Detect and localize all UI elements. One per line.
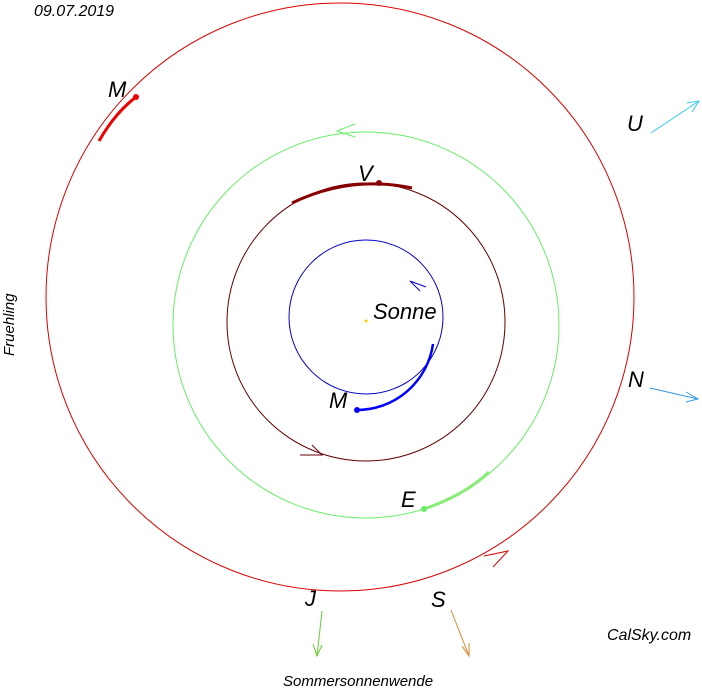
venus-marker[interactable] — [376, 180, 382, 186]
sun-label: Sonne — [373, 299, 437, 324]
neptune-label: N — [628, 367, 644, 392]
earth-orbit — [172, 131, 560, 519]
date-label: 09.07.2019 — [34, 3, 114, 20]
earth-marker[interactable] — [421, 506, 427, 512]
summer-solstice-label: Sommersonnenwende — [283, 673, 433, 689]
uranus-arrow — [650, 100, 700, 134]
mars-orbit-arrow — [483, 550, 510, 568]
venus-track — [291, 182, 413, 205]
saturn-label: S — [431, 587, 446, 612]
mars-orbit — [45, 2, 635, 592]
uranus-arrowhead — [686, 100, 701, 113]
mercury-track — [356, 343, 435, 412]
jupiter-label: J — [304, 586, 317, 611]
earth-track — [423, 470, 491, 511]
sun-marker — [364, 319, 368, 323]
credit-label: CalSky.com — [607, 627, 691, 644]
saturn-arrowhead — [461, 643, 470, 658]
neptune-arrowhead — [685, 391, 700, 403]
mars-track — [97, 95, 137, 142]
jupiter-arrowhead — [312, 643, 323, 658]
mercury-marker[interactable] — [354, 407, 360, 413]
earth-orbit-arrow — [335, 123, 356, 138]
neptune-arrow — [649, 387, 699, 400]
spring-label: Fruehling — [1, 293, 18, 356]
mars-label: M — [108, 77, 127, 102]
venus-orbit-arrow — [300, 444, 324, 456]
earth-label: E — [401, 487, 416, 512]
mars-marker[interactable] — [133, 94, 139, 100]
mercury-orbit-arrow — [409, 280, 427, 292]
jupiter-arrow — [316, 610, 323, 657]
saturn-arrow — [450, 609, 470, 657]
uranus-label: U — [627, 111, 643, 136]
mercury-orbit — [288, 239, 444, 395]
venus-label: V — [358, 161, 375, 186]
mercury-label: M — [329, 388, 348, 413]
